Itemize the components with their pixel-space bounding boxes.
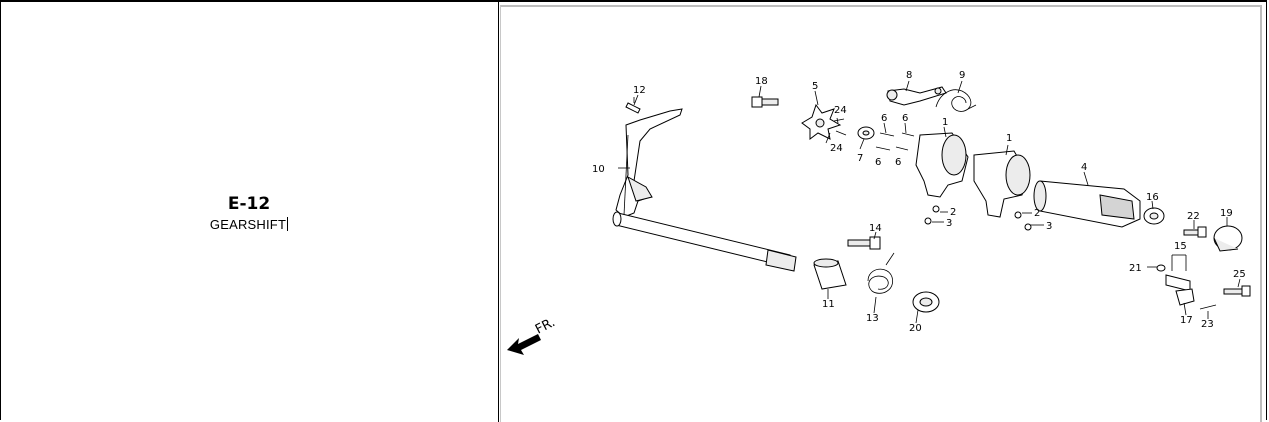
callout-16: 16	[1146, 192, 1159, 203]
callout-14: 14	[869, 223, 882, 234]
callout-11: 11	[822, 299, 835, 310]
spring-9	[935, 89, 977, 112]
return-spring-13	[867, 252, 895, 294]
callout-20: 20	[909, 323, 922, 334]
callout-23: 23	[1201, 319, 1214, 330]
part-callouts: 10 12 18 5 24 24 7 6 6 6 6 8 9 1 1 2 2 3…	[592, 70, 1246, 334]
callout-6-b: 6	[902, 113, 908, 124]
callout-3-right: 3	[1046, 221, 1052, 232]
leader-lines	[618, 80, 1241, 324]
callout-2-left: 2	[950, 207, 956, 218]
bolt-25	[1223, 285, 1251, 297]
pin-15	[1165, 274, 1191, 292]
callout-6-d: 6	[895, 157, 901, 168]
shift-shaft	[612, 108, 797, 272]
shift-fork-left	[915, 132, 969, 198]
callout-3-left: 3	[946, 218, 952, 229]
diagram-panel	[500, 5, 1262, 422]
callout-15: 15	[1174, 241, 1187, 252]
bolt-18	[751, 96, 779, 108]
dowel-pins-24	[833, 118, 847, 136]
front-direction-arrow: FR.	[507, 315, 558, 355]
callout-19: 19	[1220, 208, 1233, 219]
callout-7: 7	[857, 153, 863, 164]
section-title: GEARSHIFT	[0, 217, 498, 232]
bolt-14	[847, 236, 881, 250]
callout-21: 21	[1129, 263, 1142, 274]
stopper-plate-5	[801, 103, 842, 140]
callout-6-a: 6	[881, 113, 887, 124]
callout-17: 17	[1180, 315, 1193, 326]
callout-24-top: 24	[834, 105, 847, 116]
clips-2-3	[924, 205, 1032, 231]
text-cursor	[287, 217, 289, 231]
oring-21	[1156, 264, 1166, 272]
panel-divider	[498, 2, 499, 422]
callout-1-left: 1	[942, 117, 948, 128]
callout-1-right: 1	[1006, 133, 1012, 144]
screw-23	[1199, 304, 1217, 310]
section-title-text: GEARSHIFT	[209, 217, 287, 232]
oil-seal-20	[912, 291, 940, 313]
bearing-16	[1143, 207, 1165, 225]
callout-18: 18	[755, 76, 768, 87]
cap-19	[1213, 225, 1243, 252]
callout-9: 9	[959, 70, 965, 81]
exploded-parts-diagram: FR.	[507, 70, 1251, 355]
callout-4: 4	[1081, 162, 1087, 173]
callout-12: 12	[633, 85, 646, 96]
callout-5: 5	[812, 81, 818, 92]
callout-6-c: 6	[875, 157, 881, 168]
callout-2-right: 2	[1034, 208, 1040, 219]
callout-24-bottom: 24	[830, 143, 843, 154]
callout-13: 13	[866, 313, 879, 324]
direction-label: FR.	[533, 315, 558, 338]
section-code: E-12	[227, 194, 271, 214]
callout-25: 25	[1233, 269, 1246, 280]
shift-drum-4	[1033, 180, 1141, 228]
callout-22: 22	[1187, 211, 1200, 222]
collar-11	[813, 258, 847, 290]
plate-17	[1175, 288, 1195, 306]
callout-10: 10	[592, 164, 605, 175]
callout-8: 8	[906, 70, 912, 81]
washer-7	[857, 126, 875, 140]
guide-pins-6	[875, 132, 915, 151]
bolt-22	[1183, 226, 1207, 238]
shift-fork-right	[973, 150, 1031, 218]
pin-12	[625, 97, 641, 114]
stopper-arm-8	[886, 86, 947, 106]
section-header-panel: E-12 GEARSHIFT	[0, 0, 498, 422]
